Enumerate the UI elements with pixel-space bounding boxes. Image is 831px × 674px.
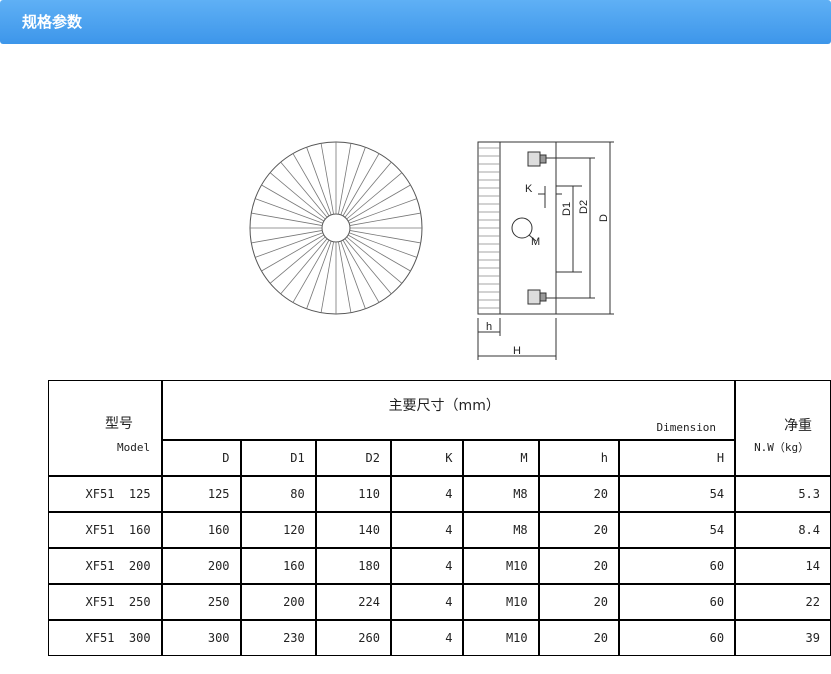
value-cell: 300 <box>161 620 241 656</box>
section-title: 规格参数 <box>22 13 83 31</box>
sub-header-h: h <box>538 440 620 476</box>
value-cell: 260 <box>315 620 391 656</box>
value-cell: 20 <box>538 548 620 584</box>
section-header: 规格参数 <box>0 0 831 44</box>
spec-table: 型号 Model 主要尺寸（mm） Dimension 净重 N.W（kg） D… <box>48 380 831 656</box>
model-cell: XF51 125 <box>48 476 162 512</box>
value-cell: M10 <box>463 620 539 656</box>
sub-header-k: K <box>390 440 464 476</box>
value-cell: 54 <box>619 512 736 548</box>
dimension-header-cn: 主要尺寸（mm） <box>388 398 500 414</box>
dimension-header: 主要尺寸（mm） Dimension <box>161 380 736 440</box>
value-cell: 250 <box>161 584 241 620</box>
weight-cell: 39 <box>735 620 831 656</box>
diagram-svg: K M D1 D2 D h H <box>249 141 614 360</box>
value-cell: 20 <box>538 584 620 620</box>
label-d2: D2 <box>578 200 590 214</box>
value-cell: M10 <box>463 548 539 584</box>
value-cell: 4 <box>390 584 464 620</box>
value-cell: 60 <box>619 620 736 656</box>
value-cell: 20 <box>538 620 620 656</box>
model-cell: XF51 160 <box>48 512 162 548</box>
sub-header-h: H <box>619 440 736 476</box>
value-cell: 60 <box>619 548 736 584</box>
label-h-large: H <box>513 345 521 357</box>
weight-header-cn: 净重 <box>784 418 813 434</box>
value-cell: 4 <box>390 548 464 584</box>
value-cell: 230 <box>240 620 316 656</box>
sub-header-d: D <box>161 440 241 476</box>
model-header: 型号 Model <box>48 380 162 476</box>
weight-header: 净重 N.W（kg） <box>735 380 831 476</box>
sub-header-m: M <box>463 440 539 476</box>
model-cell: XF51 250 <box>48 584 162 620</box>
weight-header-en: N.W（kg） <box>754 441 810 454</box>
value-cell: 20 <box>538 476 620 512</box>
value-cell: 20 <box>538 512 620 548</box>
model-header-cn: 型号 <box>105 416 133 432</box>
value-cell: 80 <box>240 476 316 512</box>
sub-header-d1: D1 <box>240 440 316 476</box>
value-cell: 60 <box>619 584 736 620</box>
value-cell: M8 <box>463 512 539 548</box>
value-cell: 125 <box>161 476 241 512</box>
weight-cell: 14 <box>735 548 831 584</box>
value-cell: 200 <box>161 548 241 584</box>
value-cell: 224 <box>315 584 391 620</box>
value-cell: 200 <box>240 584 316 620</box>
value-cell: M8 <box>463 476 539 512</box>
value-cell: M10 <box>463 584 539 620</box>
label-k: K <box>525 183 533 195</box>
front-view <box>249 141 423 315</box>
value-cell: 4 <box>390 512 464 548</box>
model-header-en: Model <box>117 441 151 454</box>
value-cell: 54 <box>619 476 736 512</box>
side-view <box>477 141 614 360</box>
weight-cell: 8.4 <box>735 512 831 548</box>
value-cell: 140 <box>315 512 391 548</box>
label-d: D <box>598 214 610 222</box>
model-cell: XF51 200 <box>48 548 162 584</box>
label-m: M <box>531 236 540 248</box>
value-cell: 180 <box>315 548 391 584</box>
weight-cell: 5.3 <box>735 476 831 512</box>
model-cell: XF51 300 <box>48 620 162 656</box>
value-cell: 4 <box>390 476 464 512</box>
value-cell: 4 <box>390 620 464 656</box>
sub-header-d2: D2 <box>315 440 391 476</box>
product-diagram: K M D1 D2 D h H <box>240 128 620 368</box>
label-d1: D1 <box>561 202 573 216</box>
value-cell: 110 <box>315 476 391 512</box>
dimension-header-en: Dimension <box>656 421 717 434</box>
value-cell: 160 <box>240 548 316 584</box>
label-h-small: h <box>486 321 492 333</box>
value-cell: 160 <box>161 512 241 548</box>
value-cell: 120 <box>240 512 316 548</box>
weight-cell: 22 <box>735 584 831 620</box>
